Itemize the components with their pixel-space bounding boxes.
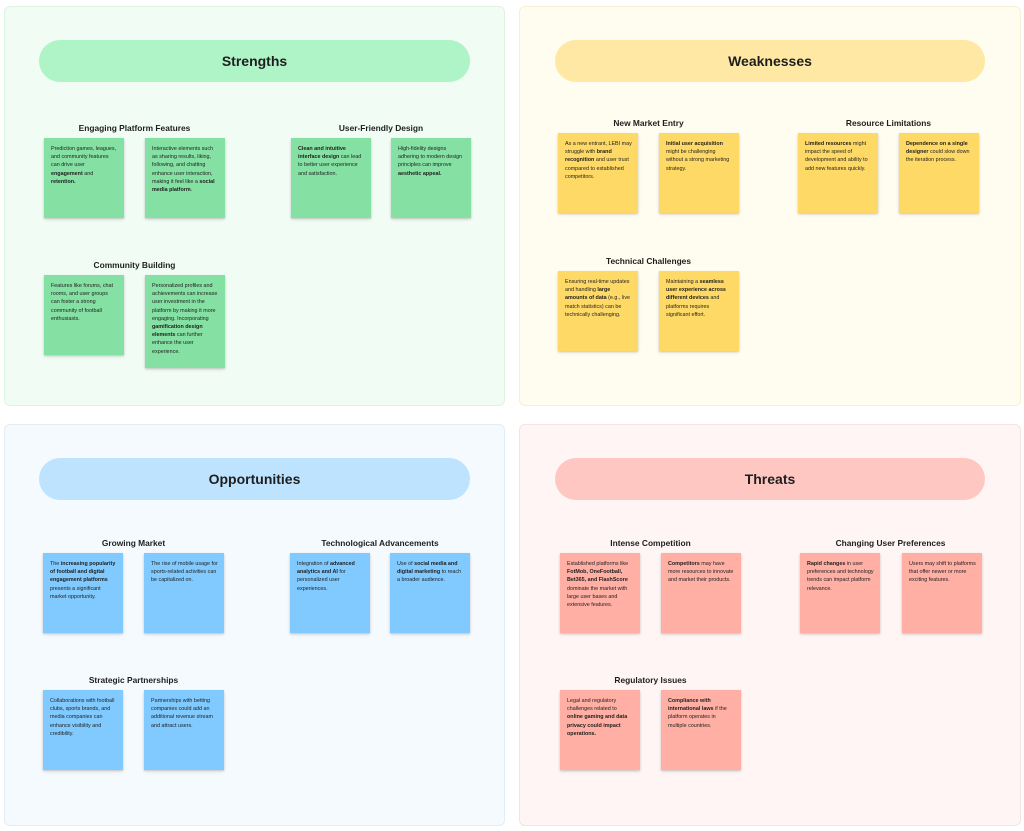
- note-text: can further enhance the user experience.: [152, 332, 203, 355]
- note-text: Legal and regulatory challenges related …: [567, 698, 617, 713]
- note-text: .: [190, 187, 193, 194]
- sticky-note[interactable]: Personalized profiles and achievements c…: [145, 275, 225, 368]
- note-text: might impact the speed of development an…: [805, 141, 868, 172]
- note-text: Personalized profiles and achievements c…: [152, 283, 218, 322]
- note-text: and platforms requires significant effor…: [666, 295, 720, 318]
- note-text: Features like forums, chat rooms, and us…: [51, 283, 114, 322]
- sticky-note[interactable]: High-fidelity designs adhering to modern…: [391, 138, 471, 218]
- note-text-bold: Clean and intuitive interface design: [298, 146, 346, 161]
- note-text-bold: advanced analytics and AI: [297, 561, 355, 576]
- sticky-note[interactable]: Prediction games, leagues, and community…: [44, 138, 124, 218]
- note-text: High-fidelity designs adhering to modern…: [398, 146, 463, 169]
- group-title-community-building: Community Building: [93, 260, 176, 270]
- sticky-note[interactable]: The increasing popularity of football an…: [43, 553, 123, 633]
- note-text: Collaborations with football clubs, spor…: [50, 698, 115, 737]
- note-text-bold: social media platform: [152, 178, 215, 194]
- note-text: Interactive elements such as sharing res…: [152, 146, 214, 185]
- note-text-bold: aesthetic appeal.: [398, 170, 442, 177]
- note-text: presents a significant market opportunit…: [50, 585, 101, 600]
- sticky-note[interactable]: Maintaining a seamless user experience a…: [659, 271, 739, 351]
- note-text: for personalized user experiences.: [297, 569, 346, 592]
- note-text: can lead to better user experience and s…: [298, 154, 362, 177]
- note-text-bold: brand recognition: [565, 149, 612, 164]
- note-text: The: [50, 561, 61, 567]
- sticky-note[interactable]: Use of social media and digital marketin…: [390, 553, 470, 633]
- sticky-note[interactable]: Competitors may have more resources to i…: [661, 553, 741, 633]
- group-title-engaging-platform-features: Engaging Platform Features: [78, 123, 191, 133]
- sticky-note[interactable]: Rapid changes in user preferences and te…: [800, 553, 880, 633]
- sticky-note[interactable]: Users may shift to platforms that offer …: [902, 553, 982, 633]
- sticky-note[interactable]: Limited resources might impact the speed…: [798, 133, 878, 213]
- group-title-user-friendly-design: User-Friendly Design: [338, 123, 424, 133]
- sticky-note[interactable]: As a new entrant, LEBI may struggle with…: [558, 133, 638, 213]
- note-text-bold: gamification design elements: [152, 324, 203, 339]
- weaknesses-title[interactable]: Weaknesses: [555, 40, 985, 82]
- group-title-resource-limitations: Resource Limitations: [845, 118, 932, 128]
- note-text-bold: Compliance with international laws: [668, 698, 714, 713]
- group-title-regulatory-issues: Regulatory Issues: [614, 675, 687, 685]
- note-text-bold: Competitors: [668, 561, 700, 567]
- note-text-bold: increasing popularity of football and di…: [50, 561, 116, 584]
- note-text-bold: engagement: [51, 170, 83, 177]
- note-text: and user trust compared to established c…: [565, 157, 629, 180]
- threats-title[interactable]: Threats: [555, 458, 985, 500]
- note-text: Ensuring real-time updates and handling: [565, 279, 630, 294]
- note-text-bold: retention.: [51, 178, 76, 185]
- sticky-note[interactable]: Clean and intuitive interface design can…: [291, 138, 371, 218]
- group-title-strategic-partnerships: Strategic Partnerships: [88, 675, 179, 685]
- note-text: As a new entrant, LEBI may struggle with: [565, 141, 632, 156]
- sticky-note[interactable]: Established platforms like FotMob, OneFo…: [560, 553, 640, 633]
- note-text-bold: Dependence on a single designer: [906, 141, 968, 156]
- note-text: Users may shift to platforms that offer …: [909, 561, 976, 584]
- sticky-note[interactable]: Integration of advanced analytics and AI…: [290, 553, 370, 633]
- note-text-bold: Rapid changes: [807, 561, 846, 567]
- group-title-technological-advancements: Technological Advancements: [321, 538, 439, 548]
- note-text: Established platforms like: [567, 561, 629, 567]
- note-text: Maintaining a: [666, 279, 700, 285]
- note-text: The rise of mobile usage for sports-rela…: [151, 561, 218, 584]
- group-title-new-market-entry: New Market Entry: [613, 118, 684, 128]
- sticky-note[interactable]: Initial user acquisition might be challe…: [659, 133, 739, 213]
- note-text-bold: Initial user acquisition: [666, 141, 723, 147]
- group-title-technical-challenges: Technical Challenges: [605, 256, 692, 266]
- sticky-note[interactable]: The rise of mobile usage for sports-rela…: [144, 553, 224, 633]
- note-text: dominate the market with large user base…: [567, 585, 628, 609]
- note-text: to reach a broader audience.: [397, 569, 462, 584]
- note-text-bold: seamless user experience across differen…: [666, 279, 726, 302]
- note-text: might be challenging without a strong ma…: [666, 149, 730, 172]
- sticky-note[interactable]: Ensuring real-time updates and handling …: [558, 271, 638, 351]
- note-text-bold: Limited resources: [805, 141, 852, 147]
- group-title-growing-market: Growing Market: [101, 538, 166, 548]
- note-text: Prediction games, leagues, and community…: [51, 146, 117, 169]
- note-text: Integration of: [297, 561, 330, 567]
- note-text-bold: online gaming and data privacy could imp…: [567, 714, 628, 737]
- note-text: and: [82, 170, 94, 177]
- group-title-changing-user-preferences: Changing User Preferences: [835, 538, 946, 548]
- note-text-bold: social media and digital marketing: [397, 561, 458, 576]
- note-text: in user preferences and technology trend…: [807, 561, 874, 592]
- note-text: Use of: [397, 561, 415, 567]
- sticky-note[interactable]: Partnerships with betting companies coul…: [144, 690, 224, 770]
- note-text: (e.g., live match statistics) can be tec…: [565, 295, 631, 318]
- note-text: if the platform operates in multiple cou…: [668, 706, 727, 729]
- note-text-bold: large amounts of data: [565, 287, 611, 302]
- strengths-title[interactable]: Strengths: [39, 40, 470, 82]
- note-text: Partnerships with betting companies coul…: [151, 698, 214, 729]
- sticky-note[interactable]: Features like forums, chat rooms, and us…: [44, 275, 124, 355]
- group-title-intense-competition: Intense Competition: [610, 538, 691, 548]
- sticky-note[interactable]: Interactive elements such as sharing res…: [145, 138, 225, 218]
- sticky-note[interactable]: Compliance with international laws if th…: [661, 690, 741, 770]
- note-text: could slow down the iteration process.: [906, 149, 970, 164]
- sticky-note[interactable]: Collaborations with football clubs, spor…: [43, 690, 123, 770]
- sticky-note[interactable]: Dependence on a single designer could sl…: [899, 133, 979, 213]
- note-text-bold: FotMob, OneFootball, Bet365, and FlashSc…: [567, 569, 628, 584]
- sticky-note[interactable]: Legal and regulatory challenges related …: [560, 690, 640, 770]
- opportunities-title[interactable]: Opportunities: [39, 458, 470, 500]
- note-text: may have more resources to innovate and …: [668, 561, 734, 584]
